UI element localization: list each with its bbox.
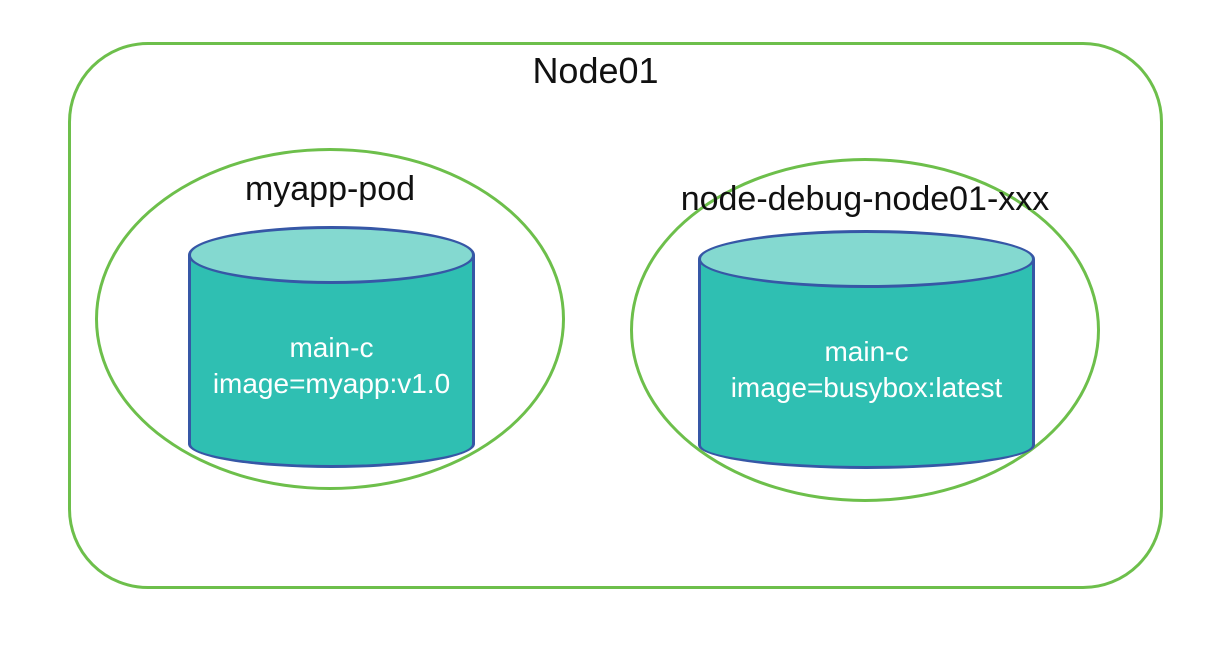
container-cylinder-debug: main-c image=busybox:latest bbox=[698, 230, 1035, 469]
cylinder-body bbox=[698, 259, 1035, 469]
cylinder-top-ellipse bbox=[698, 230, 1035, 288]
node-boundary bbox=[68, 42, 1163, 589]
node-title-text: Node01 bbox=[532, 50, 659, 91]
pod-debug-title: node-debug-node01-xxx bbox=[680, 180, 1050, 218]
container-label: main-c image=busybox:latest bbox=[698, 334, 1035, 406]
node-title: Node01 bbox=[68, 50, 1163, 92]
container-cylinder-myapp: main-c image=myapp:v1.0 bbox=[188, 226, 475, 468]
container-name-label: main-c bbox=[289, 332, 374, 363]
cylinder-body bbox=[188, 255, 475, 468]
container-label: main-c image=myapp:v1.0 bbox=[188, 330, 475, 402]
pod-myapp-ellipse bbox=[95, 148, 565, 490]
pod-debug-ellipse bbox=[630, 158, 1100, 502]
container-image-label: image=myapp:v1.0 bbox=[212, 368, 451, 399]
container-image-label: image=busybox:latest bbox=[730, 372, 1003, 403]
container-name-label: main-c bbox=[824, 336, 909, 367]
pod-myapp-title: myapp-pod bbox=[244, 170, 416, 208]
cylinder-top-ellipse bbox=[188, 226, 475, 284]
